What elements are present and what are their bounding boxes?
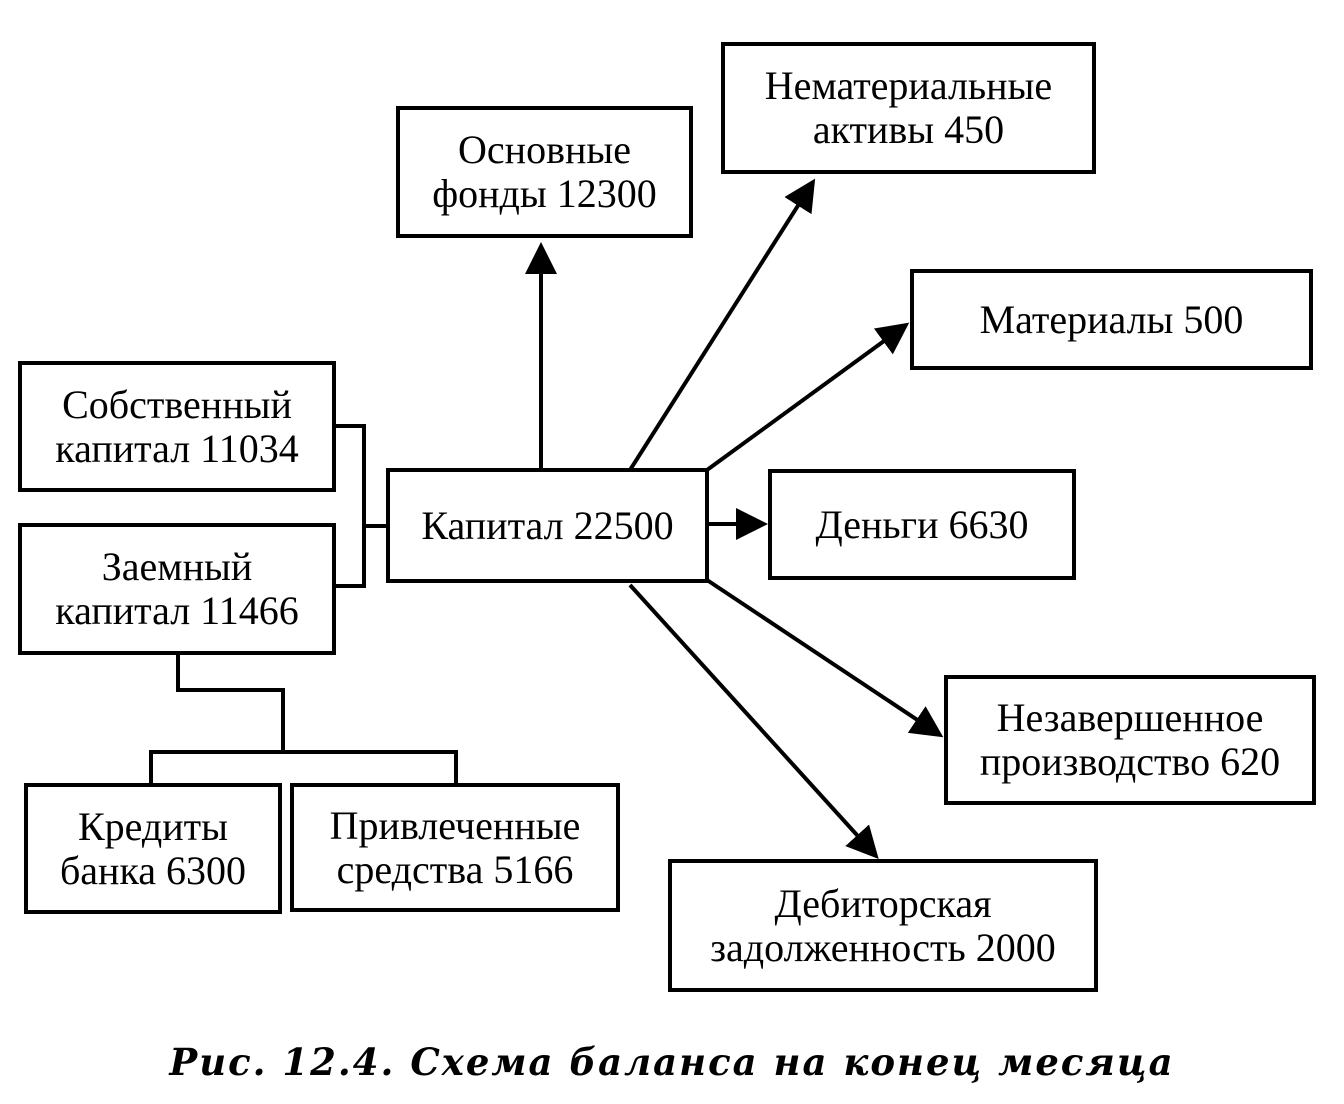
work-in-progress-box: Незавершенное производство 620 — [944, 675, 1316, 805]
capital-box: Капитал 22500 — [386, 468, 709, 583]
work-in-progress-label-line-1: Незавершенное — [996, 695, 1264, 740]
bracket-equity-borrowed — [334, 424, 366, 588]
fixed-assets-label-line-1: Основные — [458, 127, 631, 172]
sources-bar-connector — [149, 750, 458, 785]
intangible-assets-label-line-1: Нематериальные — [764, 63, 1053, 108]
money-label: Деньги 6630 — [815, 501, 1029, 547]
borrowed-capital-box: Заемный капитал 11466 — [18, 523, 336, 655]
arrow-to-intangible-assets — [628, 178, 816, 472]
capital-label: Капитал 22500 — [421, 502, 674, 548]
equity-label-line-2: капитал 11034 — [55, 425, 299, 471]
borrowed-capital-label-line-2: капитал 11466 — [55, 588, 299, 633]
bank-loans-box: Кредиты банка 6300 — [24, 783, 282, 914]
figure-caption: Рис. 12.4. Схема баланса на конец месяца — [169, 1040, 1175, 1084]
arrow-to-materials — [705, 322, 910, 472]
materials-label: Материалы 500 — [979, 296, 1244, 342]
borrowed-tree-connector — [176, 653, 285, 752]
intangible-assets-box: Нематериальные активы 450 — [721, 42, 1096, 174]
bank-loans-label-line-2: банка 6300 — [59, 847, 247, 893]
arrow-to-work-in-progress — [705, 578, 944, 738]
money-box: Деньги 6630 — [768, 469, 1076, 580]
intangible-assets-label-line-2: активы 450 — [812, 107, 1005, 152]
equity-box: Собственный капитал 11034 — [18, 361, 336, 492]
equity-label-line-1: Собственный — [62, 381, 292, 427]
receivables-box: Дебиторская задолженность 2000 — [668, 859, 1098, 992]
arrow-to-receivables — [628, 583, 879, 859]
fixed-assets-box: Основные фонды 12300 — [396, 106, 693, 238]
fixed-assets-label-line-2: фонды 12300 — [432, 171, 657, 216]
work-in-progress-label-line-2: производство 620 — [979, 739, 1281, 784]
receivables-label-line-1: Дебиторская — [774, 880, 992, 926]
attracted-funds-label-line-2: средства 5166 — [336, 846, 574, 892]
attracted-funds-box: Привлеченные средства 5166 — [290, 783, 620, 912]
attracted-funds-label-line-1: Привлеченные — [329, 802, 581, 848]
bank-loans-label-line-1: Кредиты — [77, 803, 229, 849]
borrowed-capital-label-line-1: Заемный — [101, 544, 253, 589]
receivables-label-line-2: задолженность 2000 — [710, 924, 1056, 970]
materials-box: Материалы 500 — [910, 269, 1313, 370]
